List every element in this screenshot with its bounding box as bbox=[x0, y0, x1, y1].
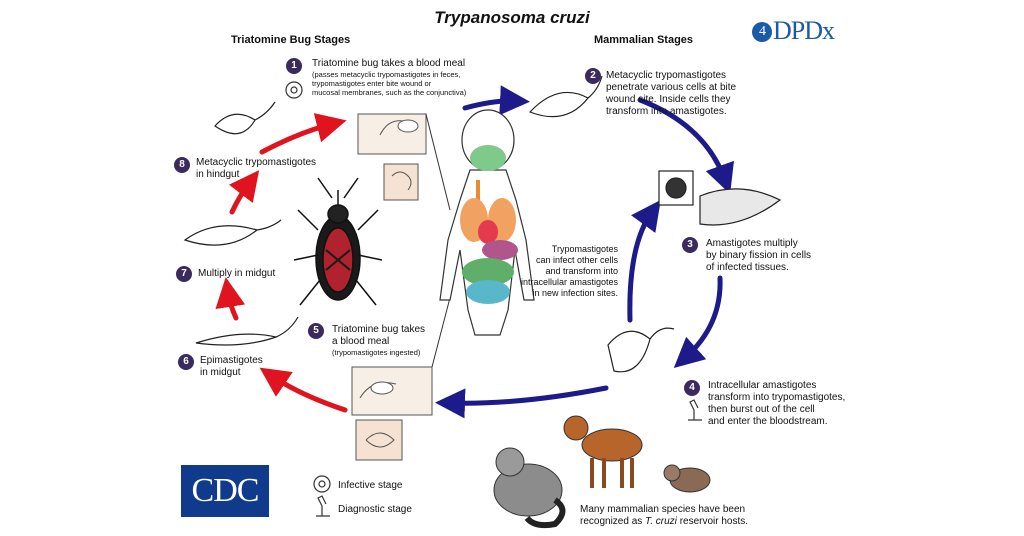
mammal-stages-header: Mammalian Stages bbox=[594, 34, 694, 46]
infected-tissue bbox=[699, 188, 782, 226]
bite-inset-1 bbox=[357, 113, 427, 201]
arrow-5-to-6 bbox=[259, 367, 348, 413]
arrow-6-to-7 bbox=[215, 277, 246, 321]
mammal-cycle-arrows bbox=[435, 85, 734, 419]
step-4-badge: 4 bbox=[684, 380, 700, 396]
legend-infective-label: Infective stage bbox=[338, 480, 403, 491]
raccoon bbox=[493, 463, 563, 517]
parasite-2 bbox=[528, 75, 603, 118]
step-3-badge: 3 bbox=[682, 237, 698, 253]
parasite-4 bbox=[607, 327, 675, 373]
step-8-badge: 8 bbox=[174, 157, 190, 173]
parasite-6 bbox=[195, 316, 299, 346]
biohazard-icon-step1 bbox=[285, 81, 303, 99]
arrow-8-to-1 bbox=[259, 113, 347, 155]
bug-cycle-arrows bbox=[215, 113, 348, 413]
cdc-logo: CDC bbox=[181, 465, 269, 517]
step-2-badge: 2 bbox=[585, 68, 601, 84]
microscope-icon-step4 bbox=[688, 399, 702, 421]
arrow-2-to-3 bbox=[637, 97, 734, 195]
bite-inset-2 bbox=[351, 366, 433, 461]
bug-stages-header: Triatomine Bug Stages bbox=[231, 34, 351, 46]
parasite-7 bbox=[183, 219, 282, 246]
reservoir-animals bbox=[493, 415, 711, 529]
arrow-7-to-8 bbox=[228, 170, 260, 215]
arrow-4-to-3 bbox=[627, 199, 661, 323]
microscope-icon bbox=[316, 495, 330, 517]
step-7-badge: 7 bbox=[176, 266, 192, 282]
parasite-8 bbox=[214, 101, 276, 135]
step-1-badge: 1 bbox=[286, 58, 302, 74]
step-1-label: Triatomine bug takes a blood meal (passe… bbox=[312, 58, 467, 97]
dog bbox=[581, 428, 643, 462]
step-5-badge: 5 bbox=[308, 323, 324, 339]
arrow-3-to-4 bbox=[673, 275, 723, 368]
legend-icons bbox=[285, 81, 702, 517]
diagram-title: Trypanosoma cruzi bbox=[434, 8, 590, 27]
legend-diagnostic-label: Diagnostic stage bbox=[338, 504, 412, 515]
parasite-drawings bbox=[183, 75, 782, 373]
reservoir-note: Many mammalian species have been recogni… bbox=[580, 504, 749, 527]
arrow-1-to-2 bbox=[462, 85, 530, 116]
human-figure bbox=[439, 109, 535, 336]
biohazard-icon bbox=[313, 475, 331, 493]
step-5-label: Triatomine bug takes a blood meal (trypo… bbox=[332, 324, 426, 357]
triatomine-bug bbox=[293, 177, 383, 306]
step-6-badge: 6 bbox=[178, 354, 194, 370]
arrow-4-to-5 bbox=[435, 385, 609, 419]
connector-lines bbox=[425, 113, 453, 368]
step-7-label: Multiply in midgut bbox=[198, 268, 276, 279]
